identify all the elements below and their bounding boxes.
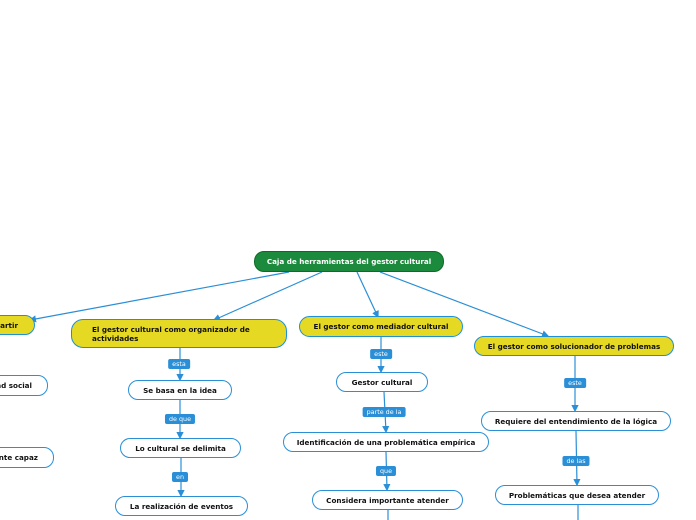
sub-identificacion-label: Identificación de una problemática empír… (296, 437, 476, 447)
topic-mediador[interactable]: El gestor como mediador cultural (299, 316, 463, 337)
topic-compartir[interactable]: compartir (0, 315, 35, 335)
link-label-este-solucionador: este (564, 378, 586, 388)
sub-considera[interactable]: Considera importante atender (312, 490, 463, 510)
sub-realizacion-eventos[interactable]: La realización de eventos (115, 496, 248, 516)
link-root-solucionador (379, 271, 550, 338)
sub-se-basa-label: Se basa en la idea (143, 385, 217, 395)
root-title: Caja de herramientas del gestor cultural (266, 257, 432, 266)
sub-gestor-cultural[interactable]: Gestor cultural (336, 372, 428, 392)
sub-se-delimita-label: Lo cultural se delimita (135, 443, 226, 453)
sub-realidad-social-label: realidad social (0, 381, 32, 390)
topic-organizador[interactable]: El gestor cultural como organizador de a… (71, 319, 287, 348)
link-label-esta: esta (168, 359, 190, 369)
link-label-parte-de-la: parte de la (362, 407, 406, 417)
sub-problematicas-label: Problemáticas que desea atender (508, 490, 646, 500)
link-root-organizador (212, 271, 323, 321)
sub-se-basa[interactable]: Se basa en la idea (128, 380, 232, 400)
link-label-que: que (375, 466, 397, 476)
sub-problematicas[interactable]: Problemáticas que desea atender (495, 485, 659, 505)
link-root-mediador (356, 271, 379, 319)
sub-realizacion-eventos-label: La realización de eventos (129, 501, 234, 511)
sub-mente-capaz[interactable]: mente capaz (0, 447, 54, 468)
topic-solucionador[interactable]: El gestor como solucionador de problemas (474, 336, 674, 356)
link-label-de-las: de las (562, 456, 590, 466)
sub-realidad-social[interactable]: realidad social (0, 375, 48, 396)
topic-solucionador-label: El gestor como solucionador de problemas (487, 341, 661, 351)
sub-requiere[interactable]: Requiere del entendimiento de la lógica (481, 411, 671, 431)
sub-requiere-label: Requiere del entendimiento de la lógica (494, 416, 658, 426)
sub-mente-capaz-label: mente capaz (0, 453, 38, 462)
root-node[interactable]: Caja de herramientas del gestor cultural (254, 251, 444, 272)
topic-organizador-label: El gestor cultural como organizador de a… (92, 324, 250, 343)
link-label-este-mediador: este (370, 349, 392, 359)
sub-considera-label: Considera importante atender (326, 495, 449, 505)
topic-compartir-label: compartir (0, 320, 18, 330)
link-label-de-que: de que (164, 414, 196, 424)
sub-gestor-cultural-label: Gestor cultural (351, 377, 413, 387)
sub-se-delimita[interactable]: Lo cultural se delimita (120, 438, 241, 458)
link-label-en: en (172, 472, 188, 482)
link-root-compartir (28, 271, 290, 323)
sub-identificacion[interactable]: Identificación de una problemática empír… (283, 432, 489, 452)
topic-mediador-label: El gestor como mediador cultural (313, 322, 449, 331)
